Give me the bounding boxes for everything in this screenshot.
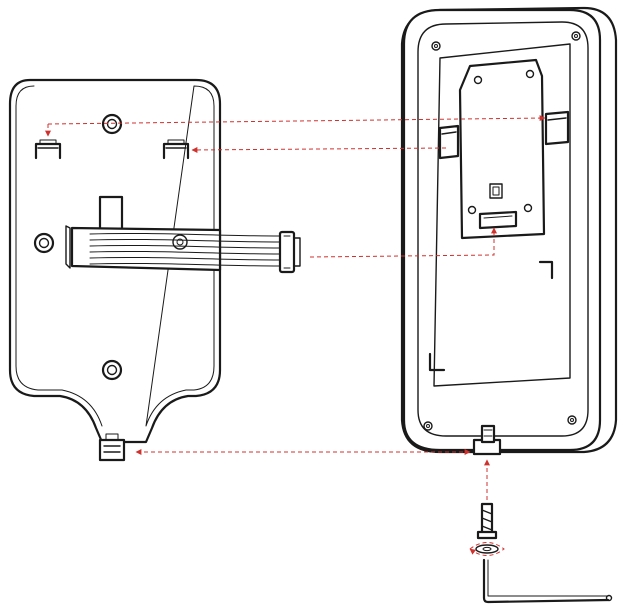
bracket-plate-inner-edge — [15, 85, 215, 427]
bracket-right-clip — [162, 139, 190, 160]
bracket-center-post — [98, 195, 124, 233]
bracket-top-screw-hole — [101, 113, 123, 135]
connector-plug — [278, 230, 296, 274]
device-corner-screws — [423, 31, 581, 431]
device-mount-plate — [458, 58, 546, 240]
device-right-slot — [544, 110, 570, 146]
device-corner-mark-right — [538, 260, 554, 280]
washer — [475, 544, 499, 554]
device-left-slot — [438, 124, 460, 160]
device-bottom-screw-boss — [472, 424, 502, 456]
guide-washer-rotation — [469, 542, 505, 556]
guide-top-to-device-right-slot — [47, 115, 546, 125]
device-corner-mark-left — [428, 352, 446, 372]
bracket-bottom-tab — [98, 433, 126, 462]
hex-key — [482, 558, 613, 604]
bracket-bottom-screw-hole — [101, 359, 123, 381]
device-back-recess — [433, 43, 571, 387]
guide-connector-to-port — [309, 227, 497, 258]
mounting-bracket — [8, 78, 222, 462]
guide-arrows — [45, 115, 546, 556]
guide-clip-to-device-left-slot — [191, 146, 447, 153]
device-inner-bezel — [417, 21, 589, 437]
doorbell-device — [400, 6, 618, 456]
device-center-square — [489, 183, 503, 199]
device-connector-port — [478, 210, 518, 230]
bracket-left-clip — [34, 139, 62, 160]
bracket-left-screw-hole — [33, 232, 55, 254]
wire-connector — [89, 230, 301, 274]
security-screw — [476, 502, 498, 540]
bracket-cable-channel — [65, 225, 222, 272]
